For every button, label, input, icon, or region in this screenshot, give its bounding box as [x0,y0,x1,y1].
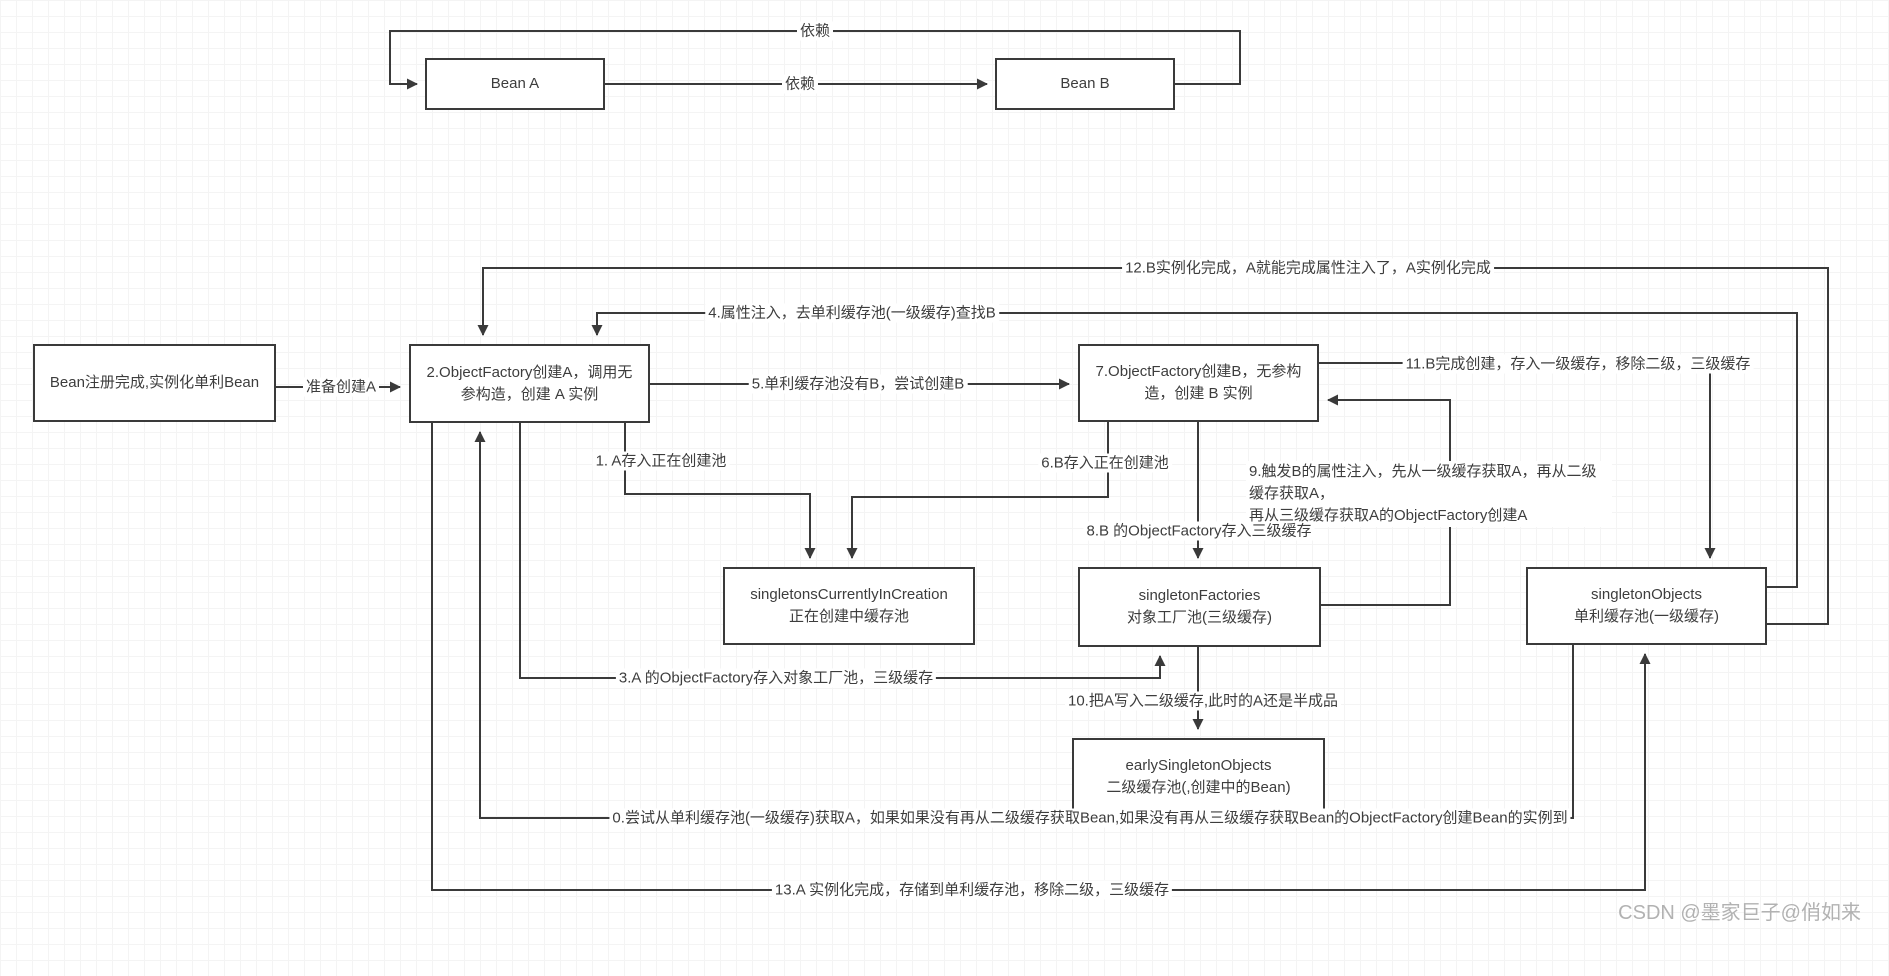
node-early-subtitle: 二级缓存池(,创建中的Bean) [1106,778,1291,796]
edge-label-3: 3.A 的ObjectFactory存入对象工厂池，三级缓存 [615,668,937,688]
node-factories-subtitle: 对象工厂池(三级缓存) [1127,609,1272,626]
node-singleton-factories: singletonFactories 对象工厂池(三级缓存) [1078,567,1321,647]
node-early-title: earlySingletonObjects [1125,756,1272,774]
edge-label-5: 5.单利缓存池没有B，尝试创建B [748,374,968,394]
node-singleton-objects: singletonObjects 单利缓存池(一级缓存) [1526,567,1767,645]
edge-1-a-into-creation-pool [624,423,816,559]
node-bean-a-label: Bean A [490,75,540,92]
node-bean-registered-label: Bean注册完成,实例化单利Bean [49,374,260,391]
edge-label-9: 9.触发B的属性注入，先从一级缓存获取A，再从二级缓存获取A， 再从三级缓存获取… [1246,461,1612,527]
node-create-a-label: 2.ObjectFactory创建A，调用无参构造，创建 A 实例 [426,363,633,403]
edge-12-b-done-inject-a [477,267,1829,625]
edge-4-property-inject-find-b [591,312,1798,588]
edge-label-6: 6.B存入正在创建池 [1038,453,1172,473]
node-bean-registered: Bean注册完成,实例化单利Bean [33,344,276,422]
node-factories-title: singletonFactories [1138,587,1261,604]
node-singleton-objects-title: singletonObjects [1591,586,1702,603]
csdn-watermark: CSDN @墨家巨子@俏如来 [1618,902,1861,924]
edge-label-9-line2: 再从三级缓存获取A的ObjectFactory创建A [1249,507,1528,524]
edge-6-b-into-creation-pool [846,422,1109,559]
node-in-creation-subtitle: 正在创建中缓存池 [788,608,909,625]
edge-label-depends-mid: 依赖 [781,74,819,94]
node-bean-b-label: Bean B [1060,75,1110,92]
edge-label-10: 10.把A写入二级缓存,此时的A还是半成品 [1064,691,1342,711]
edge-label-8: 8.B 的ObjectFactory存入三级缓存 [1083,521,1315,541]
edge-label-4: 4.属性注入，去单利缓存池(一级缓存)查找B [705,303,999,323]
edge-label-13: 13.A 实例化完成，存储到单利缓存池，移除二级，三级缓存 [771,880,1173,900]
node-create-b: 7.ObjectFactory创建B，无参构造，创建 B 实例 [1078,344,1319,422]
edge-label-depends-top: 依赖 [796,21,834,41]
node-create-b-label: 7.ObjectFactory创建B，无参构造，创建 B 实例 [1095,363,1302,402]
edge-label-9-line1: 9.触发B的属性注入，先从一级缓存获取A，再从二级缓存获取A， [1249,463,1597,502]
node-early-singleton-objects: earlySingletonObjects 二级缓存池(,创建中的Bean) [1072,738,1325,815]
node-in-creation-title: singletonsCurrentlyInCreation [750,586,948,603]
edge-label-prepare-create-a: 准备创建A [302,377,380,397]
edge-label-1: 1. A存入正在创建池 [592,451,730,471]
edge-label-12: 12.B实例化完成，A就能完成属性注入了，A实例化完成 [1122,258,1494,278]
node-singleton-objects-subtitle: 单利缓存池(一级缓存) [1574,608,1719,625]
node-singletons-currently-in-creation: singletonsCurrentlyInCreation 正在创建中缓存池 [723,567,975,645]
node-bean-b: Bean B [995,58,1175,110]
edge-label-0: 0.尝试从单利缓存池(一级缓存)获取A，如果如果没有再从二级缓存获取Bean,如… [609,808,1571,828]
edge-label-11: 11.B完成创建，存入一级缓存，移除二级，三级缓存 [1402,354,1754,374]
node-bean-a: Bean A [425,58,605,110]
node-create-a: 2.ObjectFactory创建A，调用无参构造，创建 A 实例 [409,344,650,423]
